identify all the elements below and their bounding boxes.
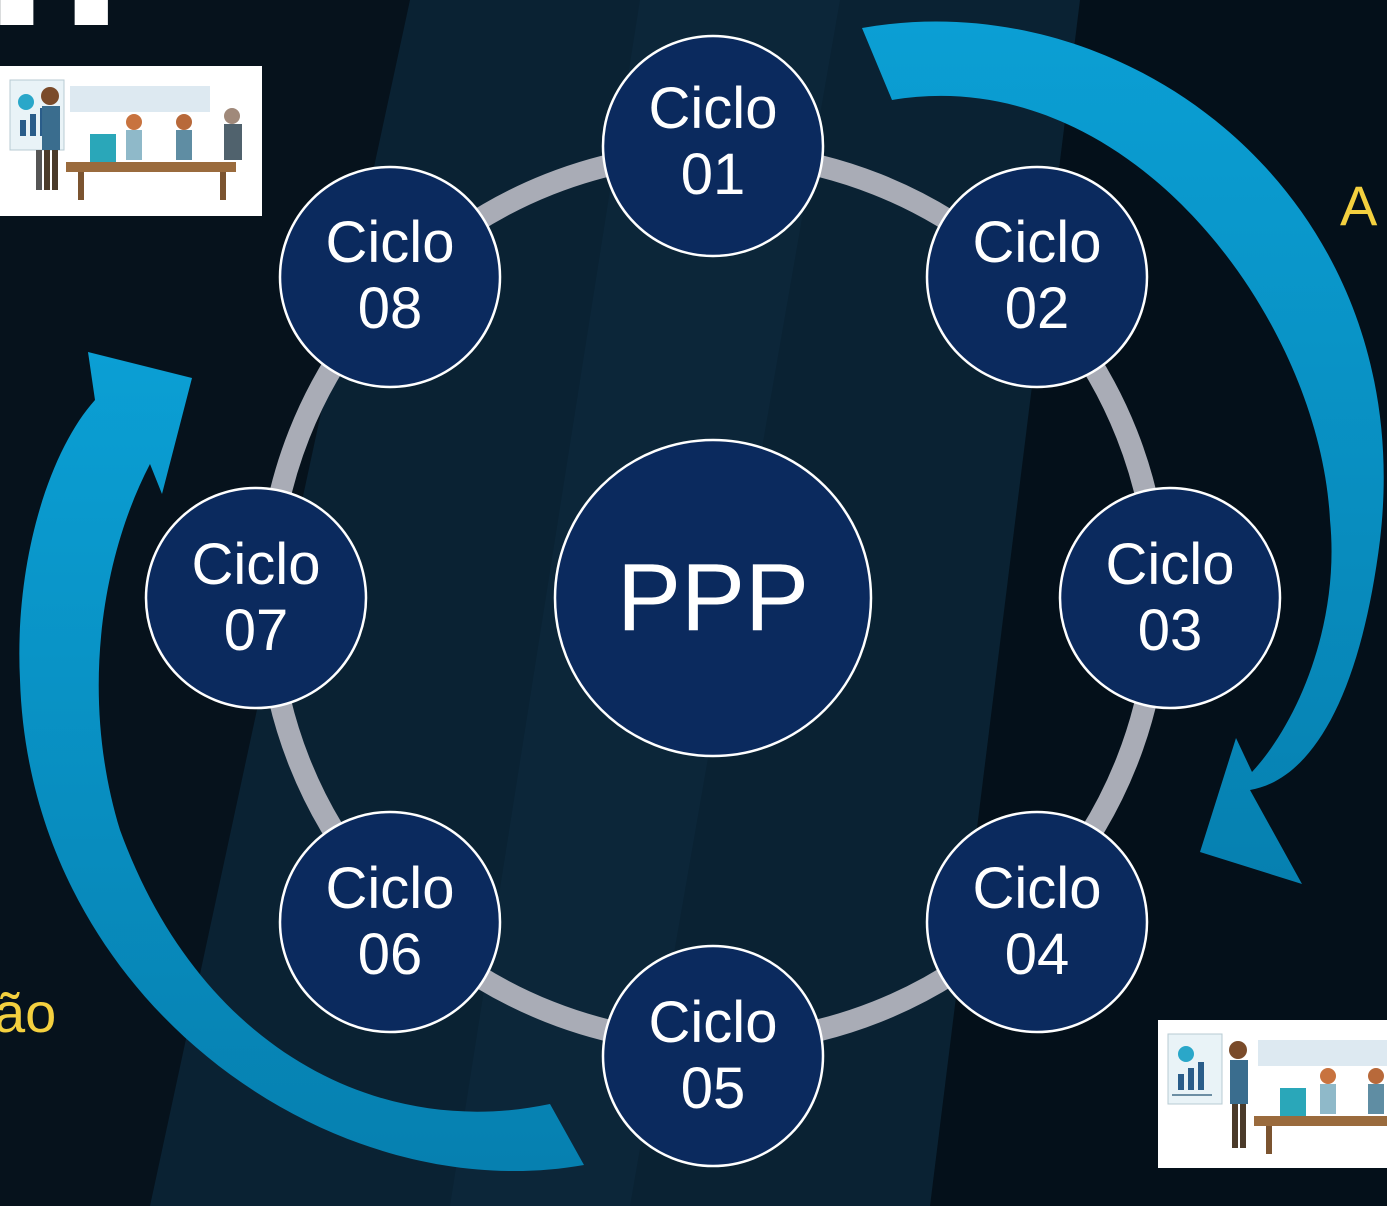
node-label-line2: 02 [1005, 276, 1070, 341]
node-label-line1: Ciclo [973, 856, 1102, 921]
node-07: Ciclo 07 [144, 486, 368, 710]
center-label: PPP [617, 544, 809, 651]
meeting-illustration-icon [0, 66, 262, 216]
center-circle [553, 438, 873, 758]
node-label-line1: Ciclo [326, 210, 455, 275]
node-label-line1: Ciclo [1106, 532, 1235, 597]
node-label-line2: 08 [358, 276, 423, 341]
node-03: Ciclo 03 [1058, 486, 1282, 710]
node-label-line1: Ciclo [649, 76, 778, 141]
node-label-line2: 01 [681, 142, 746, 207]
node-08: Ciclo 08 [278, 165, 502, 389]
node-label-line1: Ciclo [973, 210, 1102, 275]
arrow-left [19, 352, 584, 1172]
center-node: PPP [553, 438, 873, 758]
node-label-line2: 03 [1138, 598, 1203, 663]
node-06: Ciclo 06 [278, 810, 502, 1034]
side-label-right: A [1340, 174, 1378, 237]
node-04: Ciclo 04 [925, 810, 1149, 1034]
node-label-line1: Ciclo [326, 856, 455, 921]
cycle-arrows [19, 21, 1384, 1172]
node-label-line1: Ciclo [192, 532, 321, 597]
node-label-line2: 04 [1005, 922, 1070, 987]
node-label-line1: Ciclo [649, 990, 778, 1055]
top-left-fragment: ▮ ▮ [0, 0, 116, 34]
meeting-illustration-icon [1158, 1020, 1387, 1168]
node-02: Ciclo 02 [925, 165, 1149, 389]
node-01: Ciclo 01 [601, 34, 825, 258]
node-label-line2: 05 [681, 1056, 746, 1121]
node-label-line2: 06 [358, 922, 423, 987]
arrow-right [862, 21, 1384, 885]
node-label-line2: 07 [224, 598, 289, 663]
side-label-left: ão [0, 981, 56, 1044]
node-05: Ciclo 05 [601, 944, 825, 1168]
